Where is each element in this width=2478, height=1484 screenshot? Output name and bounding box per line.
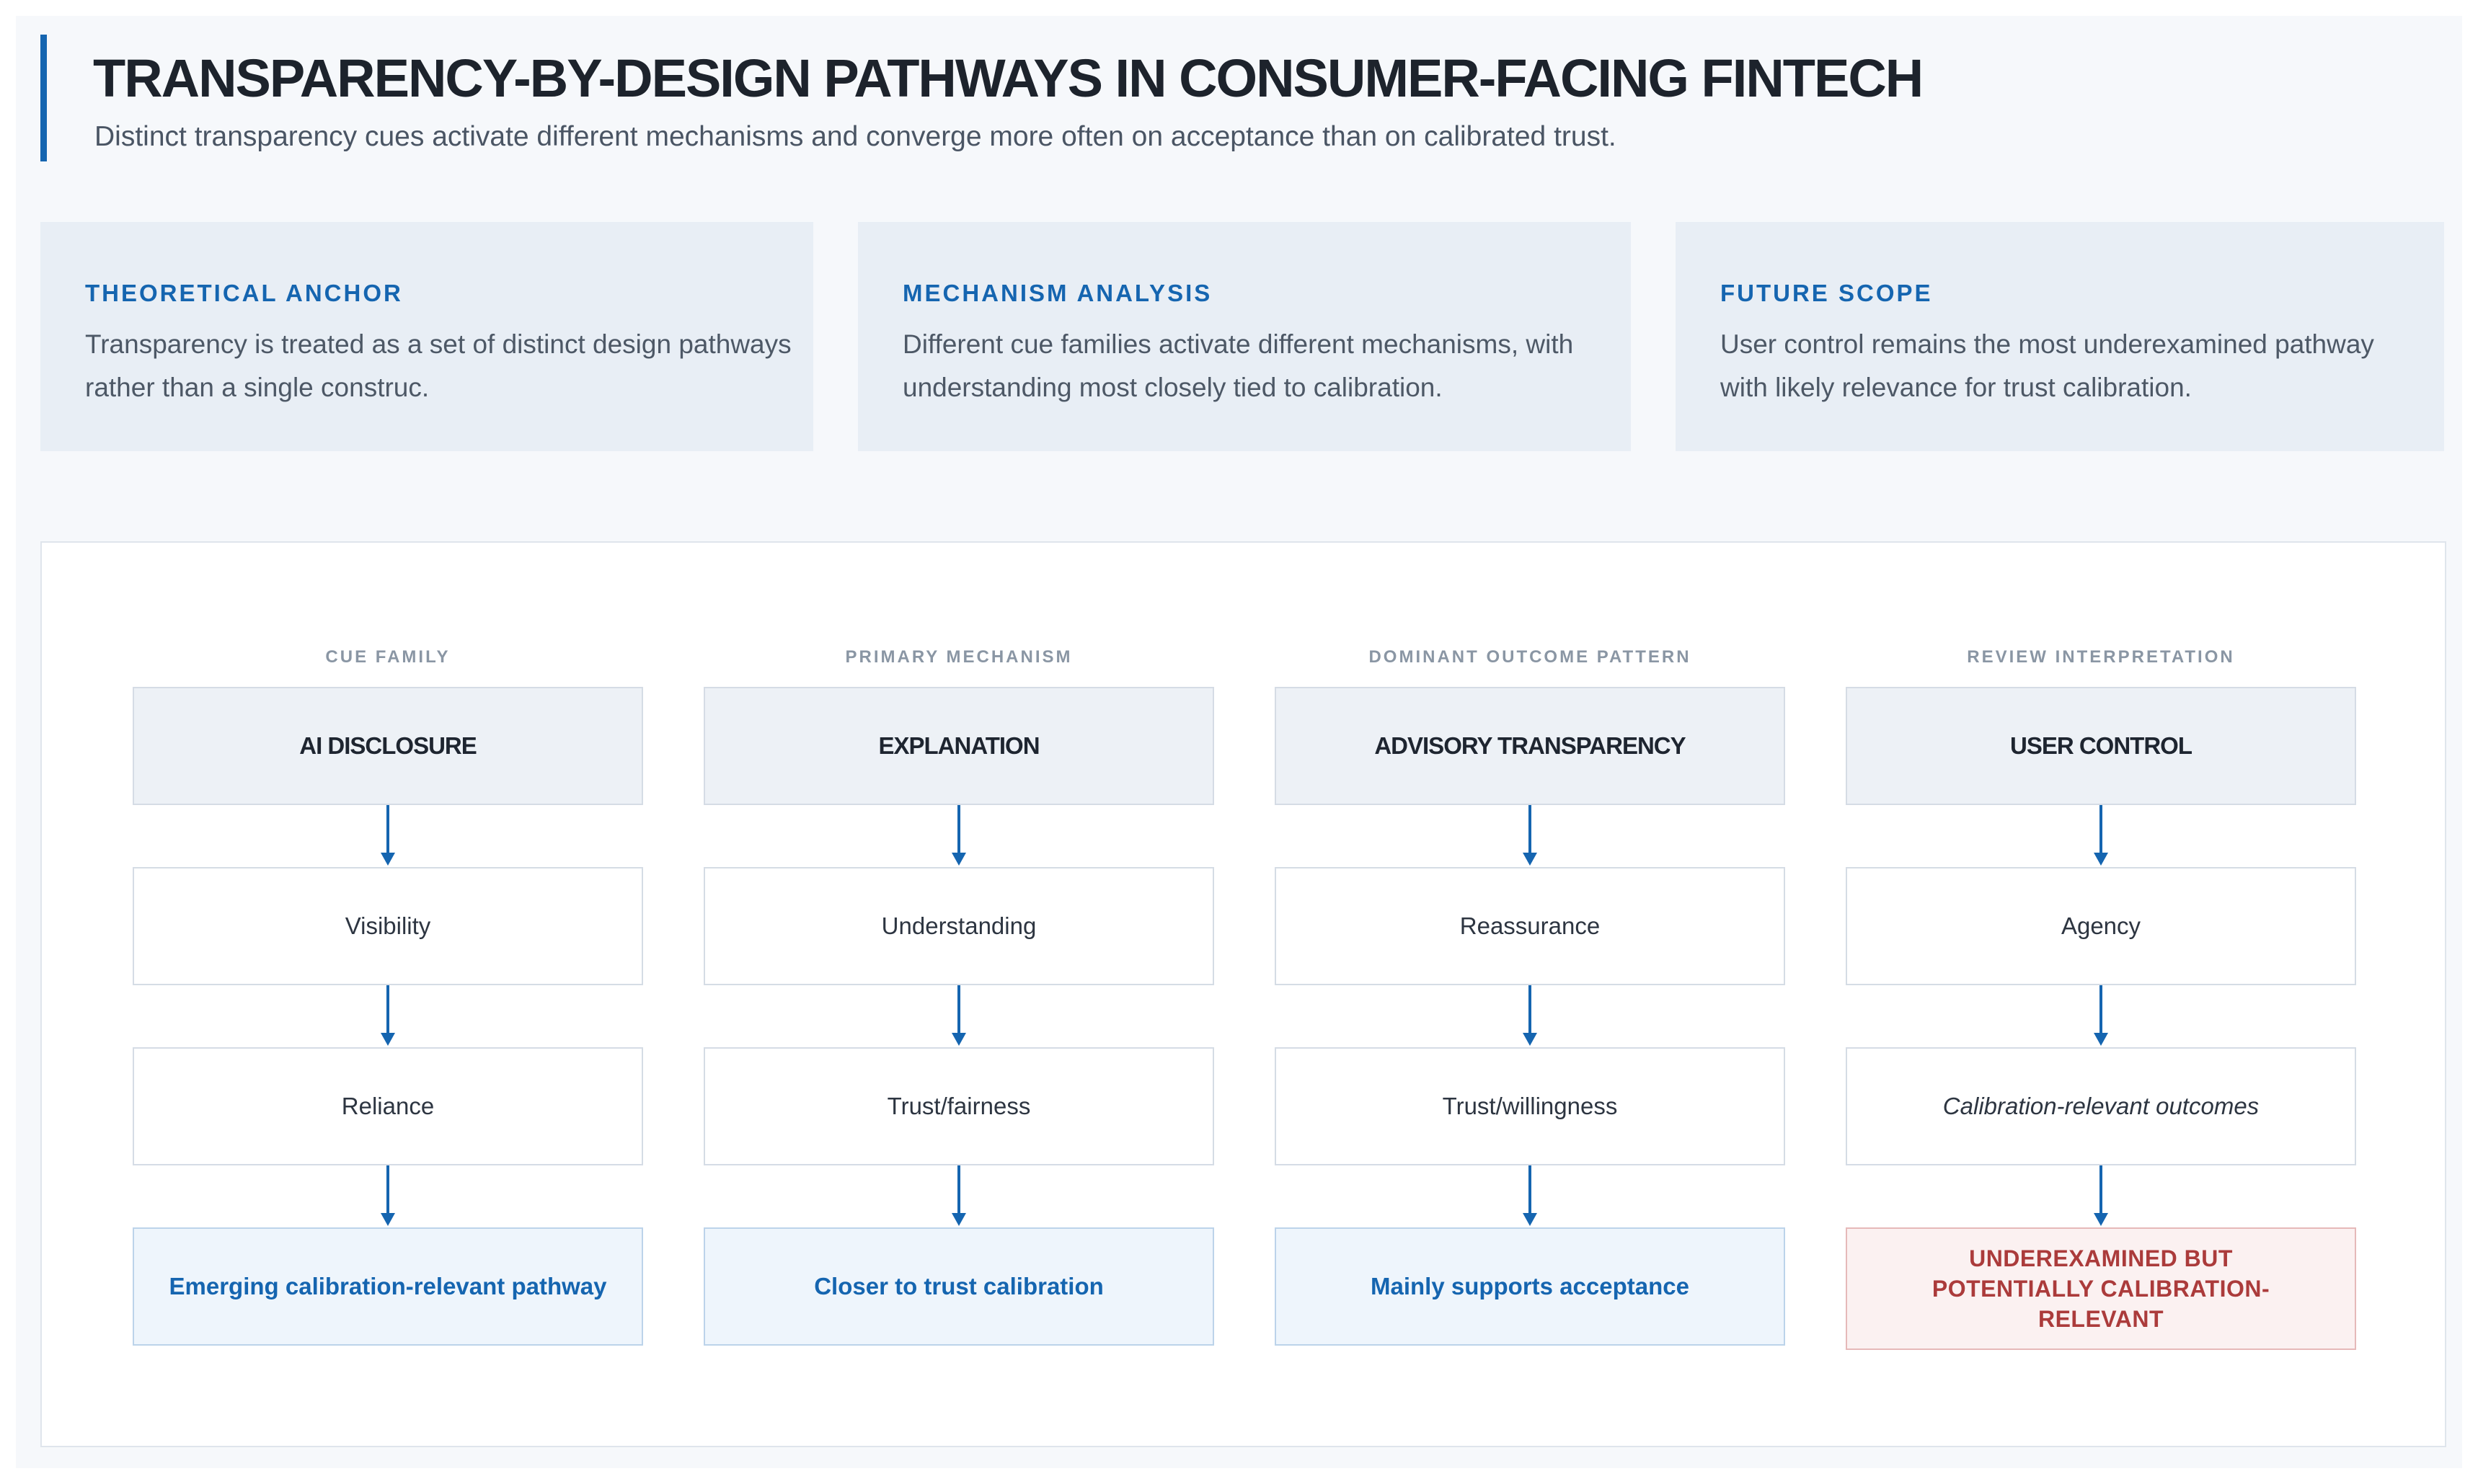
column-label-primary-mechanism: PRIMARY MECHANISM [845,647,1073,667]
flow-arrow [381,985,395,1046]
card-label: THEORETICAL ANCHOR [85,280,403,306]
outcome-node-reliance: Reliance [133,1047,643,1165]
card-text: User control remains the most underexami… [1720,329,2374,402]
page-subtitle: Distinct transparency cues activate diff… [94,121,1616,152]
interpretation-node-underexamined: UNDEREXAMINED BUT POTENTIALLY CALIBRATIO… [1846,1227,2356,1350]
header: TRANSPARENCY-BY-DESIGN PATHWAYS IN CONSU… [40,35,2426,161]
flow-arrow [1523,805,1537,866]
column-label-review-interpretation: REVIEW INTERPRETATION [1967,647,2235,667]
flow-arrow [1523,1165,1537,1226]
interpretation-node-emerging: Emerging calibration-relevant pathway [133,1227,643,1346]
page-title: TRANSPARENCY-BY-DESIGN PATHWAYS IN CONSU… [93,48,1924,108]
flow-arrow [952,1165,966,1226]
outcome-node-calibration-relevant: Calibration-relevant outcomes [1846,1047,2356,1165]
mechanism-node-agency: Agency [1846,867,2356,985]
column-label-cue-family: CUE FAMILY [325,647,451,667]
flow-arrow [952,985,966,1046]
cue-node-advisory-transparency: ADVISORY TRANSPARENCY [1275,687,1785,805]
flow-arrow [2094,805,2108,866]
cue-node-ai-disclosure: AI DISCLOSURE [133,687,643,805]
card-future-scope: FUTURE SCOPE User control remains the mo… [1676,222,2444,451]
card-text: Different cue families activate differen… [903,329,1574,402]
mechanism-node-visibility: Visibility [133,867,643,985]
flow-arrow [2094,1165,2108,1226]
flow-arrow [381,805,395,866]
cue-node-user-control: USER CONTROL [1846,687,2356,805]
cue-node-explanation: EXPLANATION [704,687,1214,805]
page-background: TRANSPARENCY-BY-DESIGN PATHWAYS IN CONSU… [16,16,2462,1468]
card-label: MECHANISM ANALYSIS [903,280,1213,306]
card-text: Transparency is treated as a set of dist… [85,329,792,402]
pathway-diagram: CUE FAMILY PRIMARY MECHANISM DOMINANT OU… [40,541,2446,1447]
outcome-node-trust-willingness: Trust/willingness [1275,1047,1785,1165]
flow-arrow [1523,985,1537,1046]
outcome-node-trust-fairness: Trust/fairness [704,1047,1214,1165]
interpretation-node-supports-acceptance: Mainly supports acceptance [1275,1227,1785,1346]
flow-arrow [2094,985,2108,1046]
card-theoretical-anchor: THEORETICAL ANCHOR Transparency is treat… [40,222,813,451]
card-mechanism-analysis: MECHANISM ANALYSIS Different cue familie… [858,222,1631,451]
column-label-dominant-outcome: DOMINANT OUTCOME PATTERN [1368,647,1691,667]
card-label: FUTURE SCOPE [1720,280,1933,306]
mechanism-node-reassurance: Reassurance [1275,867,1785,985]
flow-arrow [952,805,966,866]
mechanism-node-understanding: Understanding [704,867,1214,985]
flow-arrow [381,1165,395,1226]
interpretation-node-closer-to-calibration: Closer to trust calibration [704,1227,1214,1346]
